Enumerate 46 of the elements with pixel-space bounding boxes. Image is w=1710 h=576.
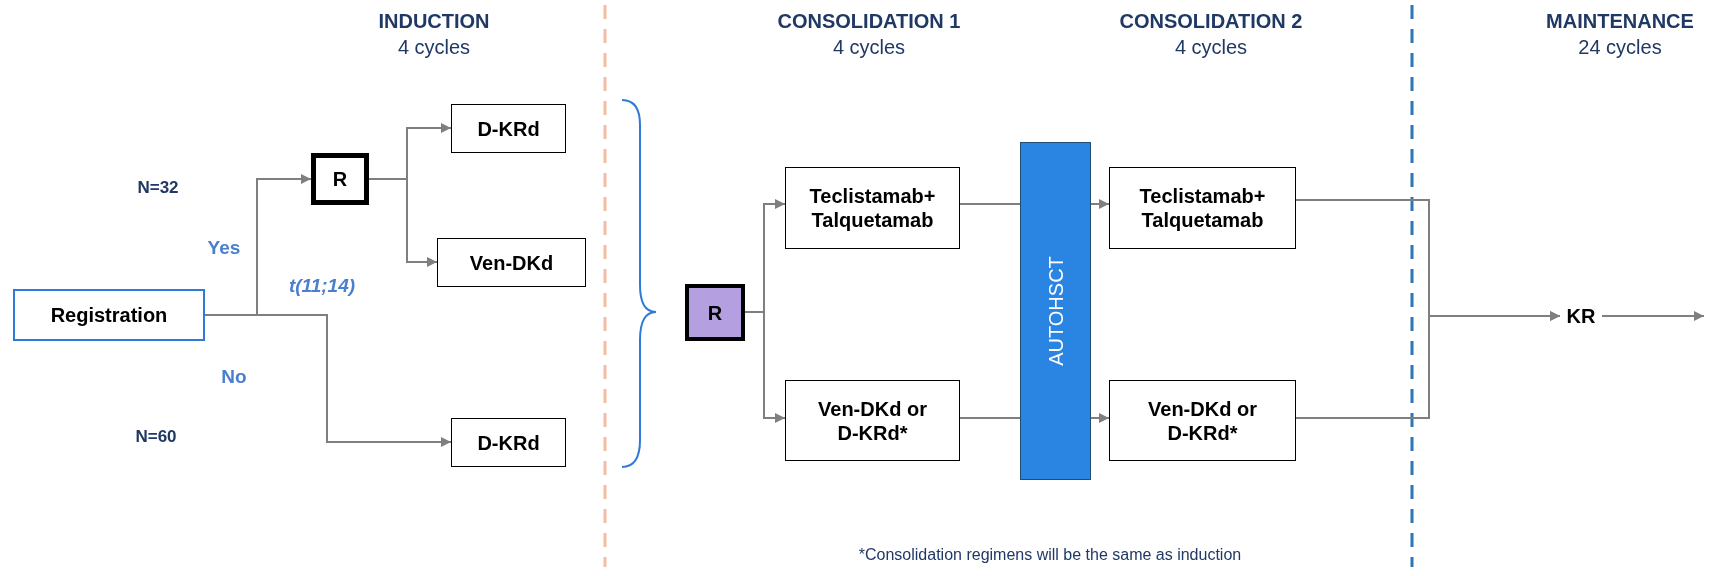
randomization-box [685,284,745,341]
treatment-box [437,238,586,287]
branch-label: No [221,366,247,388]
randomization-box [311,153,369,205]
footnote: *Consolidation regimens will be the same as induction [858,546,1242,564]
treatment-box [451,418,566,467]
phase-title: CONSOLIDATION 1 [777,10,961,33]
arrow [1295,311,1561,419]
phase-duration: 24 cycles [1578,36,1662,59]
treatment-box [451,104,566,153]
treatment-box [785,380,960,461]
condition-label: t(11;14) [288,275,356,297]
phase-title: MAINTENANCE [1546,10,1694,33]
node-label: Registration [49,303,169,327]
arrow [368,178,438,267]
node-label: R [706,300,724,325]
treatment-box [785,167,960,249]
arrow [744,311,786,423]
treatment-box [1109,167,1296,249]
sample-size: N=60 [135,427,177,447]
sample-size: N=32 [137,178,179,198]
phase-title: INDUCTION [378,10,490,33]
branch-label: Yes [207,237,241,259]
arrow [204,314,452,447]
arrow [1090,199,1110,209]
treatment-box [1109,380,1296,461]
node-label: R [331,167,349,191]
procedure-bar [1020,142,1091,480]
connector-line [959,203,1021,205]
arrow [1601,311,1705,321]
node-label: Ven-DKd or D-KRd* [1147,396,1258,445]
node-label: D-KRd [476,430,541,455]
process-box [13,289,205,341]
phase-duration: 4 cycles [832,36,906,59]
node-label: Ven-DKd or D-KRd* [817,396,928,445]
phase-duration: 4 cycles [397,36,471,59]
phase-duration: 4 cycles [1174,36,1248,59]
connector-line [959,417,1021,419]
arrow [1090,413,1110,423]
phase-title: CONSOLIDATION 2 [1119,10,1303,33]
outcome-label: KR [1566,304,1596,328]
procedure-label: AUTOHSCT [1043,255,1068,368]
node-label: Teclistamab+ Talquetamab [1138,184,1267,232]
node-label: Ven-DKd [468,250,555,275]
node-label: D-KRd [476,116,541,141]
node-label: Teclistamab+ Talquetamab [808,184,937,232]
